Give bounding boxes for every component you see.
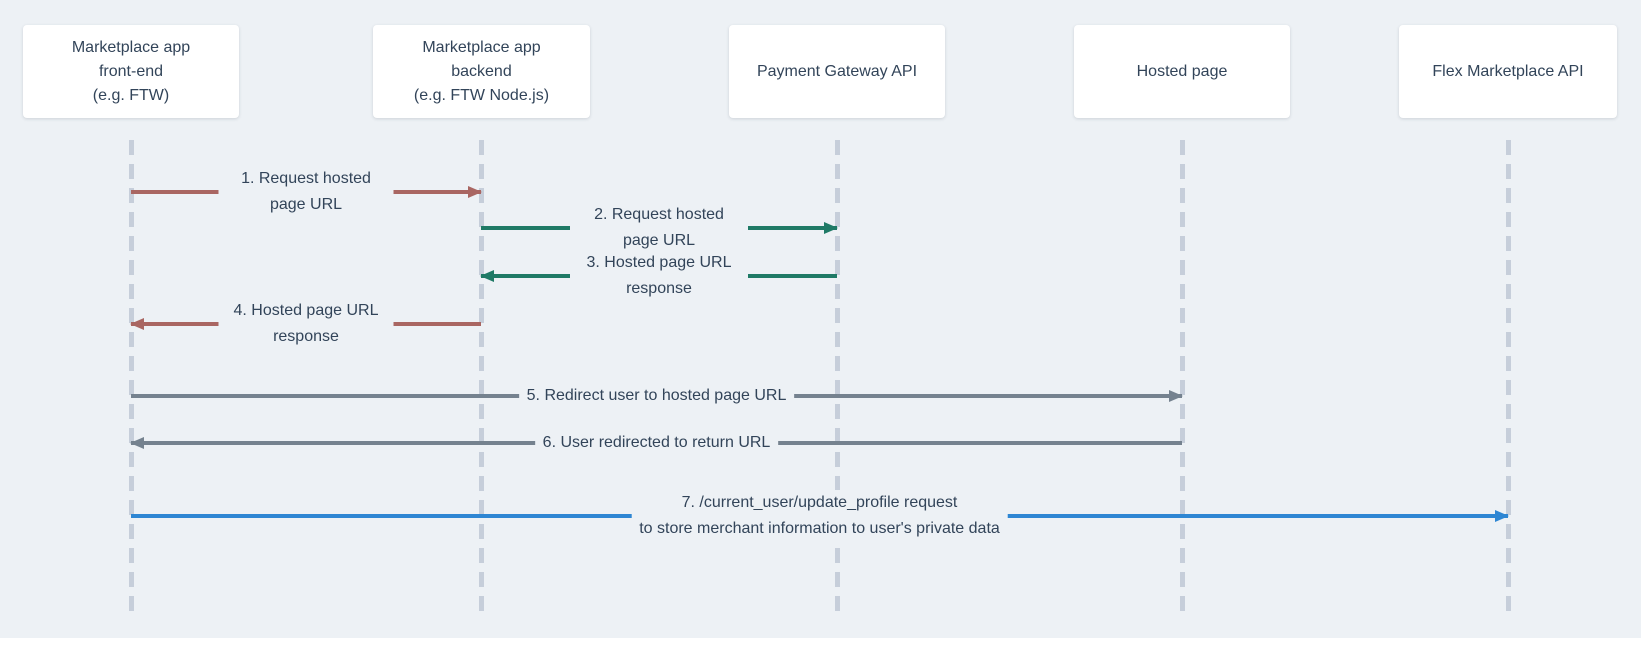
message-1: 1. Request hosted page URL — [131, 166, 482, 218]
message-label: 5. Redirect user to hosted page URL — [518, 383, 795, 409]
message-7: 7. /current_user/update_profile request … — [131, 490, 1509, 542]
arrowhead-left-icon — [130, 437, 144, 449]
message-3: 3. Hosted page URL response — [480, 250, 837, 302]
message-2: 2. Request hosted page URL — [481, 202, 838, 254]
arrowhead-right-icon — [468, 186, 482, 198]
participant-hosted-page: Hosted page — [1074, 25, 1290, 118]
lifeline-payment-gateway — [834, 140, 840, 618]
lifeline-frontend — [128, 140, 134, 618]
lifeline-backend — [478, 140, 484, 618]
arrowhead-left-icon — [130, 318, 144, 330]
participant-label: Marketplace app front-end (e.g. FTW) — [71, 38, 191, 104]
message-4: 4. Hosted page URL response — [130, 298, 481, 350]
message-5: 5. Redirect user to hosted page URL — [131, 383, 1183, 409]
lifeline-hosted-page — [1179, 140, 1185, 618]
participant-label: Flex Marketplace API — [1432, 62, 1584, 80]
arrowhead-right-icon — [1169, 390, 1183, 402]
arrowhead-right-icon — [824, 222, 838, 234]
participant-frontend: Marketplace app front-end (e.g. FTW) — [23, 25, 239, 118]
message-label: 1. Request hosted page URL — [218, 166, 394, 218]
arrowhead-left-icon — [480, 270, 494, 282]
participant-label: Hosted page — [1136, 62, 1228, 80]
participant-label: Payment Gateway API — [756, 62, 918, 80]
message-label: 6. User redirected to return URL — [534, 430, 779, 456]
message-label: 7. /current_user/update_profile request … — [631, 490, 1008, 542]
participant-label: Marketplace app backend (e.g. FTW Node.j… — [413, 38, 550, 104]
lifeline-flex-api — [1505, 140, 1511, 618]
arrowhead-right-icon — [1495, 510, 1509, 522]
message-6: 6. User redirected to return URL — [130, 430, 1182, 456]
participant-backend: Marketplace app backend (e.g. FTW Node.j… — [373, 25, 590, 118]
message-label: 4. Hosted page URL response — [218, 298, 394, 350]
message-label: 3. Hosted page URL response — [570, 250, 748, 302]
participant-flex-api: Flex Marketplace API — [1399, 25, 1617, 118]
message-label: 2. Request hosted page URL — [570, 202, 748, 254]
participant-payment-gateway: Payment Gateway API — [729, 25, 945, 118]
